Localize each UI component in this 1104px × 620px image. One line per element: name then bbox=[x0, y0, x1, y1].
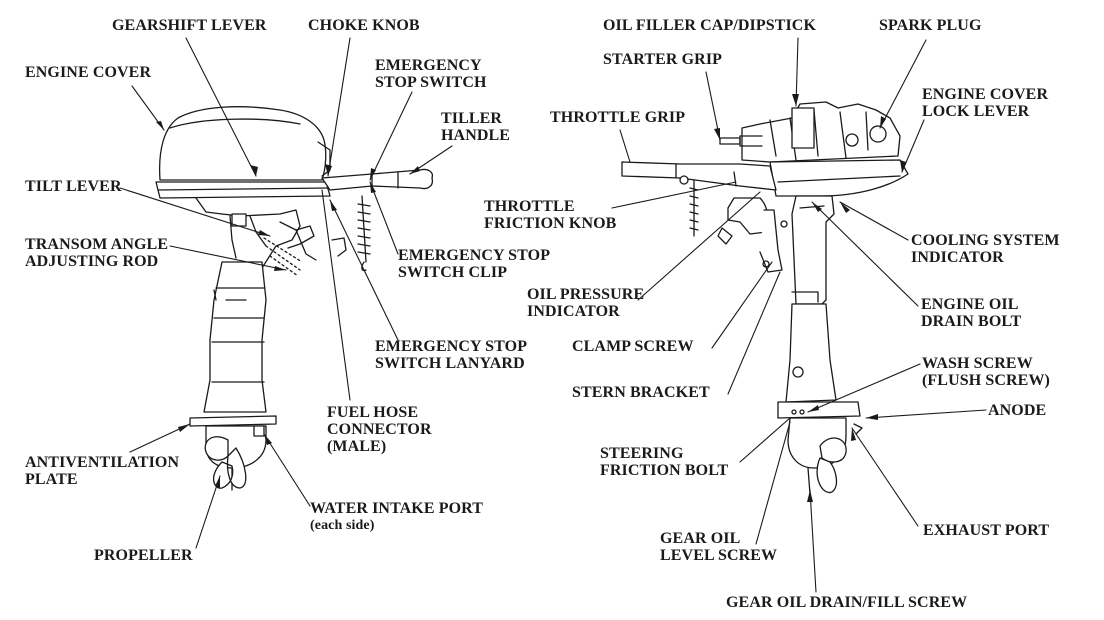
label-steering-friction-bolt: STEERING FRICTION BOLT bbox=[600, 445, 729, 479]
drive-shaft-housing-shape bbox=[203, 261, 267, 413]
engine-cover-shape bbox=[158, 106, 327, 181]
label-starter-grip: STARTER GRIP bbox=[603, 51, 723, 68]
left-outboard-drawing bbox=[155, 106, 434, 491]
label-gear-oil-drain-fill-screw: GEAR OIL DRAIN/FILL SCREW bbox=[726, 594, 968, 611]
label-oil-pressure-indicator: OIL PRESSURE INDICATOR bbox=[527, 286, 645, 320]
label-throttle-grip: THROTTLE GRIP bbox=[550, 109, 686, 126]
label-tilt-lever: TILT LEVER bbox=[25, 178, 122, 195]
label-cooling-system-indicator: COOLING SYSTEM INDICATOR bbox=[911, 232, 1060, 266]
label-engine-oil-drain-bolt: ENGINE OIL DRAIN BOLT bbox=[921, 296, 1022, 330]
label-wash-screw: WASH SCREW (FLUSH SCREW) bbox=[922, 355, 1050, 389]
label-fuel-hose-connector: FUEL HOSE CONNECTOR (MALE) bbox=[327, 404, 432, 455]
label-propeller: PROPELLER bbox=[94, 547, 193, 564]
label-clamp-screw: CLAMP SCREW bbox=[572, 338, 694, 355]
label-water-intake-port: WATER INTAKE PORT (each side) bbox=[310, 500, 484, 533]
label-transom-angle-adjusting-rod: TRANSOM ANGLE ADJUSTING ROD bbox=[25, 236, 169, 270]
label-tiller-handle: TILLER HANDLE bbox=[441, 110, 511, 144]
label-anode: ANODE bbox=[988, 402, 1047, 419]
label-emergency-stop-switch-lanyard: EMERGENCY STOP SWITCH LANYARD bbox=[375, 338, 528, 372]
label-oil-filler-cap-dipstick: OIL FILLER CAP/DIPSTICK bbox=[603, 17, 817, 34]
label-gearshift-lever: GEARSHIFT LEVER bbox=[112, 17, 267, 34]
label-choke-knob: CHOKE KNOB bbox=[308, 17, 420, 34]
label-antiventilation-plate: ANTIVENTILATION PLATE bbox=[25, 454, 180, 488]
right-tiller-shape bbox=[621, 161, 777, 191]
label-emergency-stop-switch: EMERGENCY STOP SWITCH bbox=[375, 57, 487, 91]
label-exhaust-port: EXHAUST PORT bbox=[923, 522, 1050, 539]
antiventilation-plate-shape bbox=[189, 415, 277, 427]
label-engine-cover-lock-lever: ENGINE COVER LOCK LEVER bbox=[922, 86, 1049, 120]
label-gear-oil-level-screw: GEAR OIL LEVEL SCREW bbox=[660, 530, 778, 564]
label-throttle-friction-knob: THROTTLE FRICTION KNOB bbox=[484, 198, 617, 232]
label-engine-cover: ENGINE COVER bbox=[25, 64, 152, 81]
leader-arrowheads bbox=[156, 94, 906, 502]
label-spark-plug: SPARK PLUG bbox=[879, 17, 982, 34]
right-outboard-drawing bbox=[621, 101, 909, 495]
propeller-shape bbox=[204, 436, 247, 489]
tiller-handle-shape bbox=[321, 168, 434, 191]
label-emergency-stop-switch-clip: EMERGENCY STOP SWITCH CLIP bbox=[398, 247, 551, 281]
label-stern-bracket: STERN BRACKET bbox=[572, 384, 710, 401]
